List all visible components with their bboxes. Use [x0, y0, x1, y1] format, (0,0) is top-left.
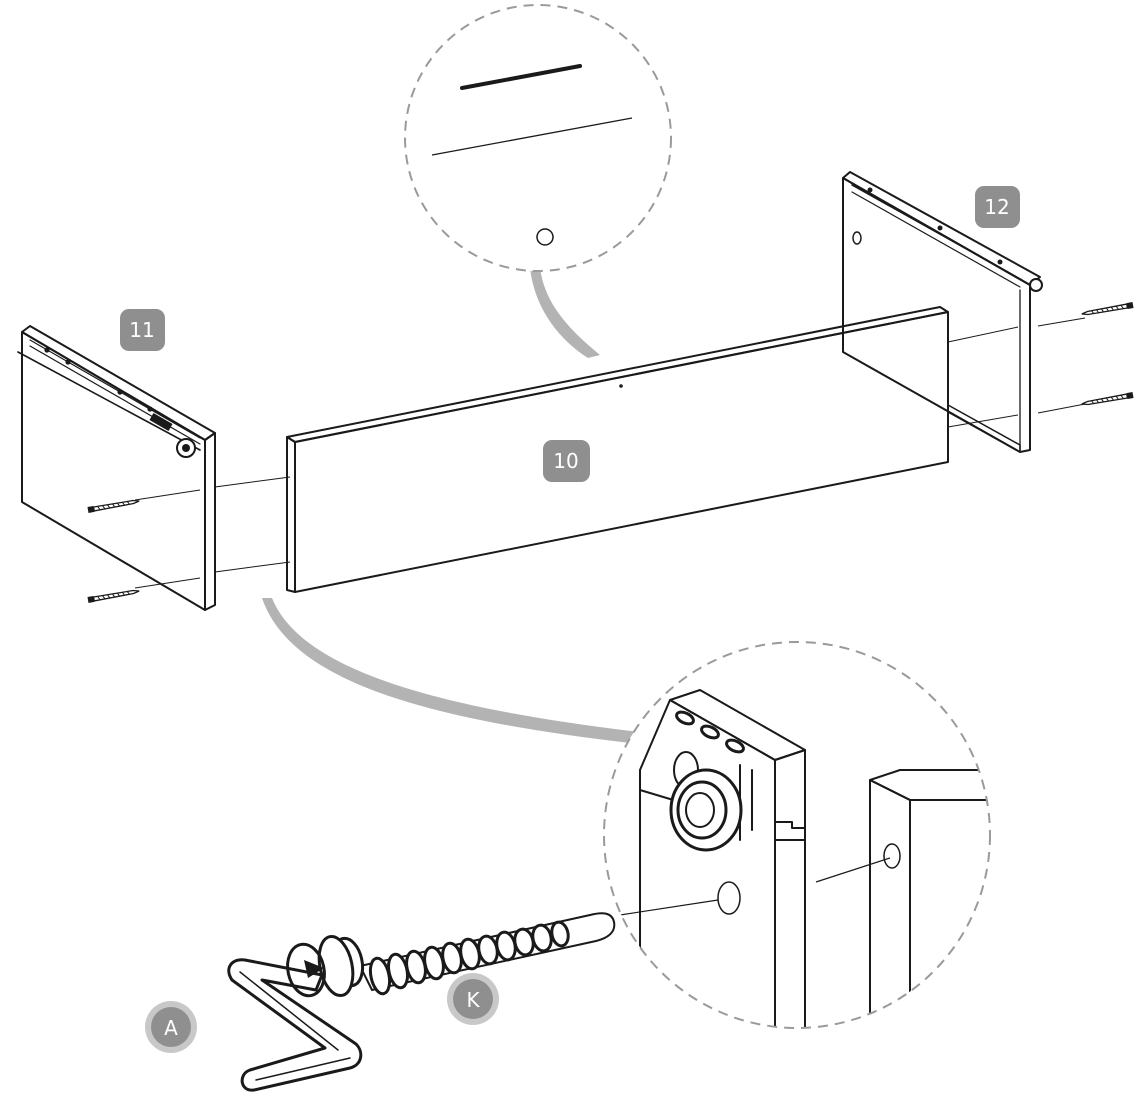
- cam-wheel-icon: [639, 751, 743, 852]
- screw-icon: [87, 589, 140, 603]
- part-label-10-text: 10: [553, 449, 578, 473]
- screw-icon: [87, 499, 140, 513]
- tool-label-a-text: A: [164, 1016, 178, 1040]
- cam-wheel-icon: [176, 438, 196, 458]
- part-label-12: 12: [975, 186, 1020, 228]
- top-callout-leader: [530, 268, 600, 358]
- drawer-runner-icon: [851, 184, 1023, 288]
- top-callout-circle: [404, 4, 672, 272]
- assembly-guide-lines: [134, 317, 1086, 589]
- top-detail-callout: [404, 4, 672, 358]
- screw-icon: [1081, 392, 1134, 406]
- screw-icon: [1081, 302, 1134, 316]
- fitting-label-k-text: K: [466, 988, 480, 1012]
- rotation-arrow-icon: [304, 960, 324, 978]
- bottom-callout-leader: [262, 598, 648, 745]
- tool-label-a: A: [145, 1001, 197, 1053]
- top-edge-thick-line: [460, 64, 582, 90]
- top-detail-hole: [536, 228, 554, 246]
- part-label-11: 11: [120, 309, 165, 351]
- side-panel-11: [17, 325, 216, 611]
- part-label-11-text: 11: [129, 318, 154, 342]
- part-label-10: 10: [543, 440, 590, 482]
- front-panel-10: [286, 306, 949, 593]
- part-label-12-text: 12: [984, 195, 1009, 219]
- bottom-detail-callout: [603, 641, 991, 1029]
- side-panel-12: [842, 171, 1043, 453]
- dowel-hole: [717, 881, 741, 915]
- cam-bolt-icon: [317, 912, 616, 998]
- panel-12-hole: [852, 231, 862, 245]
- drawer-runner-icon: [17, 339, 201, 451]
- cam-wheel-icon: [1029, 278, 1043, 292]
- panel-10-center-hole: [619, 384, 623, 388]
- bottom-callout-circle: [603, 641, 991, 1029]
- top-edge-thin-line: [431, 117, 633, 156]
- allen-key-icon: [227, 942, 363, 1092]
- dowel-hole: [883, 843, 901, 869]
- rotation-arrow-icon: [286, 942, 326, 998]
- fitting-label-k: K: [447, 973, 499, 1025]
